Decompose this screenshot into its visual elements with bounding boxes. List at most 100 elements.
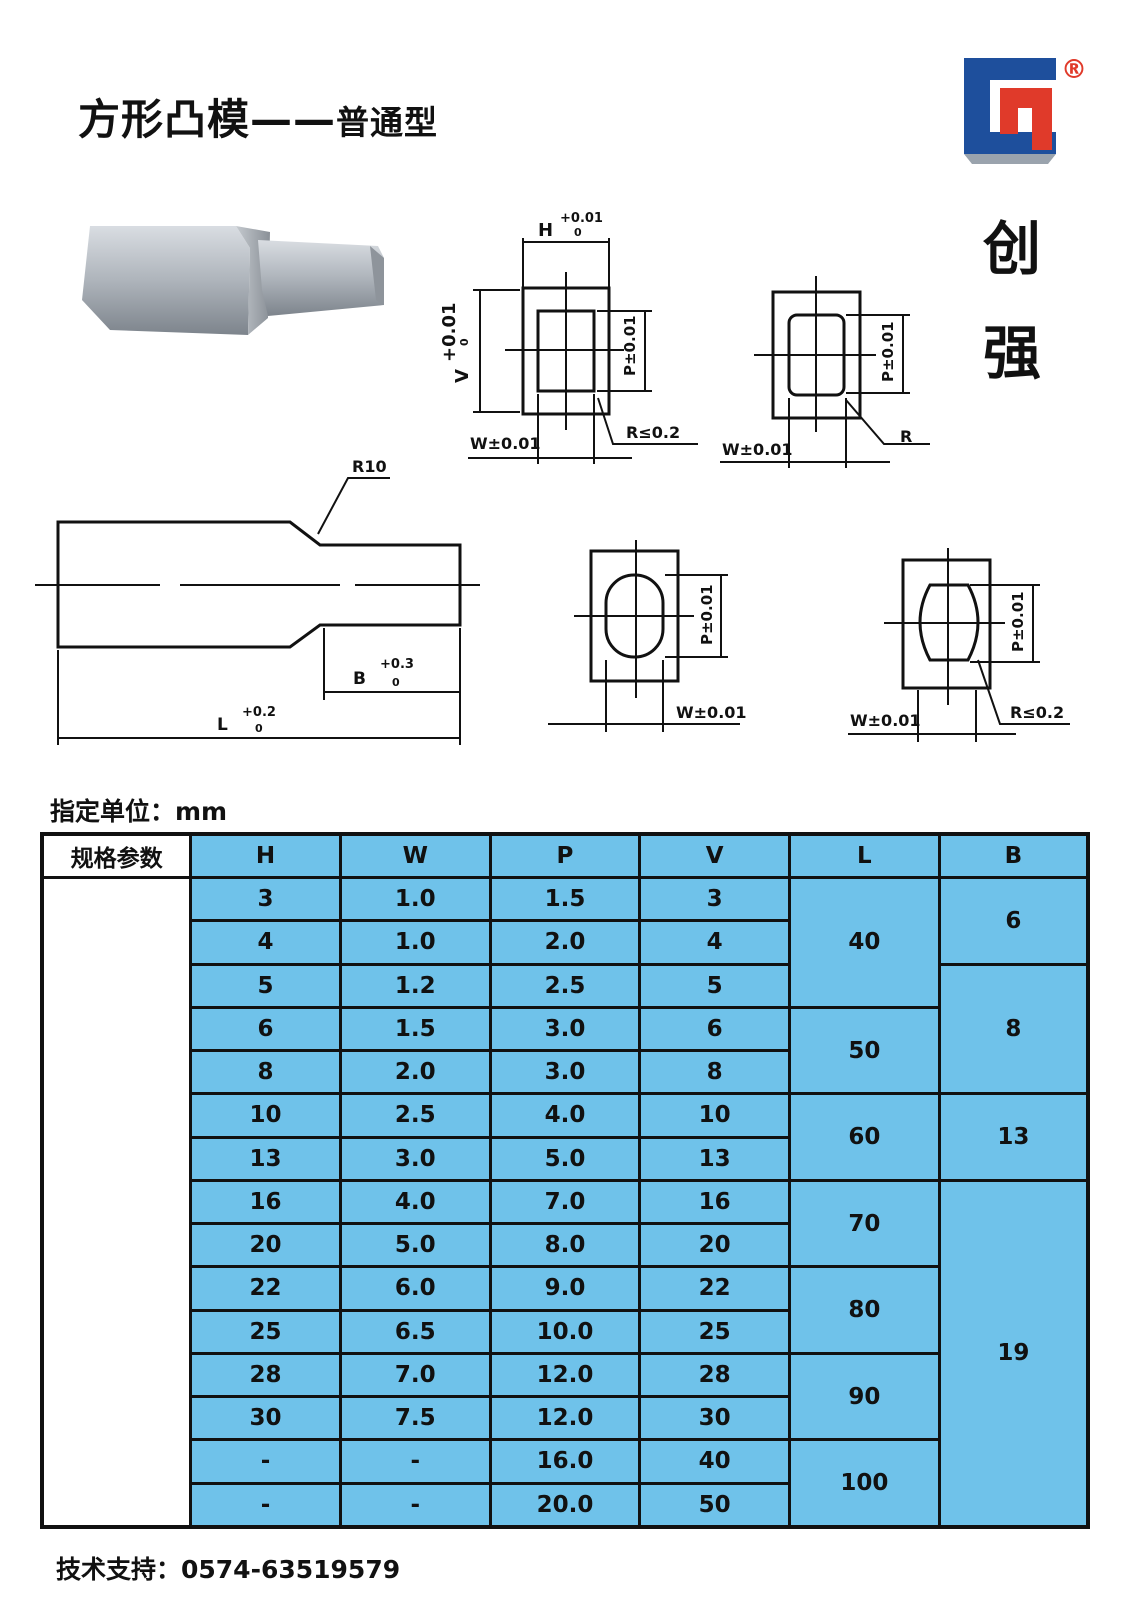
fig1-V-tol-lower: 0 [458,338,471,346]
cell-B: 19 [937,1178,1090,1529]
title-main-text: 方形凸模 [78,95,251,144]
cell-P: 4.0 [488,1092,642,1139]
fig4-W-label: W±0.01 [850,711,921,730]
cell-P: 2.5 [488,962,642,1009]
cell-P: 3.0 [488,1048,642,1096]
cell-B: 8 [937,962,1090,1096]
fig3-labels: P±0.01 W±0.01 [676,584,747,722]
cell-B: 13 [937,1092,1090,1182]
cell-V: 25 [638,1308,792,1355]
label-column-blank [40,876,193,1529]
cell-P: 10.0 [488,1308,642,1355]
table-corner: 规格参数 [40,832,193,879]
cell-V: 10 [638,1092,792,1139]
cell-H: 20 [189,1221,342,1269]
side-L-tol-upper: +0.2 [242,705,276,720]
fig3-W-label: W±0.01 [676,703,747,722]
cell-W: 1.0 [338,875,492,923]
cell-L: 90 [788,1351,941,1442]
cell-V: 4 [638,919,792,966]
title-dash: —— [250,95,337,144]
fig1-R-label: R≤0.2 [626,423,680,442]
cell-P: 16.0 [488,1438,642,1485]
cell-H: 5 [189,962,342,1009]
cell-V: 3 [638,875,792,923]
cell-V: 40 [638,1438,792,1485]
cell-L: 100 [788,1438,941,1529]
fig2-rect-section [720,276,930,468]
cell-V: 28 [638,1351,792,1399]
cell-H: 25 [189,1308,342,1355]
cell-W: 6.0 [338,1265,492,1312]
cell-W: 4.0 [338,1178,492,1226]
side-B-tol-lower: 0 [392,676,400,689]
cell-W: 1.2 [338,962,492,1009]
cell-L: 80 [788,1265,941,1355]
cell-W: 2.0 [338,1048,492,1096]
cell-P: 12.0 [488,1394,642,1442]
fig4-double-d-section [848,548,1070,742]
col-header-H: H [189,832,342,879]
cell-W: - [338,1438,492,1485]
fig1-V-label: V [452,369,473,383]
fig1-H-tol-upper: +0.01 [560,211,603,226]
cell-H: 6 [189,1005,342,1053]
fig2-P-label: P±0.01 [879,321,897,382]
title-subtitle: 普通型 [336,103,439,142]
cell-V: 13 [638,1135,792,1182]
cell-V: 22 [638,1265,792,1312]
cell-H: - [189,1438,342,1485]
fig1-H-tol-lower: 0 [574,226,582,239]
side-view-labels: R10 B +0.3 0 L +0.2 0 [217,457,414,735]
cell-H: 30 [189,1394,342,1442]
punch-photo [82,226,384,335]
brand-char-2: 强 [983,319,1042,387]
col-header-B: B [937,832,1090,879]
cell-H: 22 [189,1265,342,1312]
fig1-W-label: W±0.01 [470,434,541,453]
brand-logo: ® [964,55,1087,164]
cell-W: 3.0 [338,1135,492,1182]
fig2-R-label: R [900,427,912,446]
fig4-P-label: P±0.01 [1009,591,1027,652]
col-header-W: W [338,832,492,879]
fig1-V-tol-upper: +0.01 [439,303,460,363]
footer-contact: 技术支持：0574-63519579 [56,1555,401,1584]
cell-H: 4 [189,919,342,966]
punch-side-view [35,477,480,745]
registered-mark: ® [1061,55,1087,85]
cell-P: 7.0 [488,1178,642,1226]
cell-H: 3 [189,875,342,923]
cell-H: 13 [189,1135,342,1182]
cell-L: 60 [788,1092,941,1182]
fig2-labels: P±0.01 W±0.01 R [722,321,912,459]
brand-char-1: 创 [983,215,1042,283]
cell-W: - [338,1481,492,1529]
cell-P: 8.0 [488,1221,642,1269]
cell-P: 3.0 [488,1005,642,1053]
fig1-H-label: H [538,220,553,241]
cell-V: 5 [638,962,792,1009]
cell-L: 70 [788,1178,941,1269]
cell-V: 50 [638,1481,792,1529]
fig3-P-label: P±0.01 [698,584,716,645]
col-header-L: L [788,832,941,879]
col-header-P: P [488,832,642,879]
logo-red-shape [1000,88,1052,150]
cell-P: 20.0 [488,1481,642,1529]
side-R-label: R10 [352,457,387,476]
cell-L: 50 [788,1005,941,1096]
cell-W: 6.5 [338,1308,492,1355]
